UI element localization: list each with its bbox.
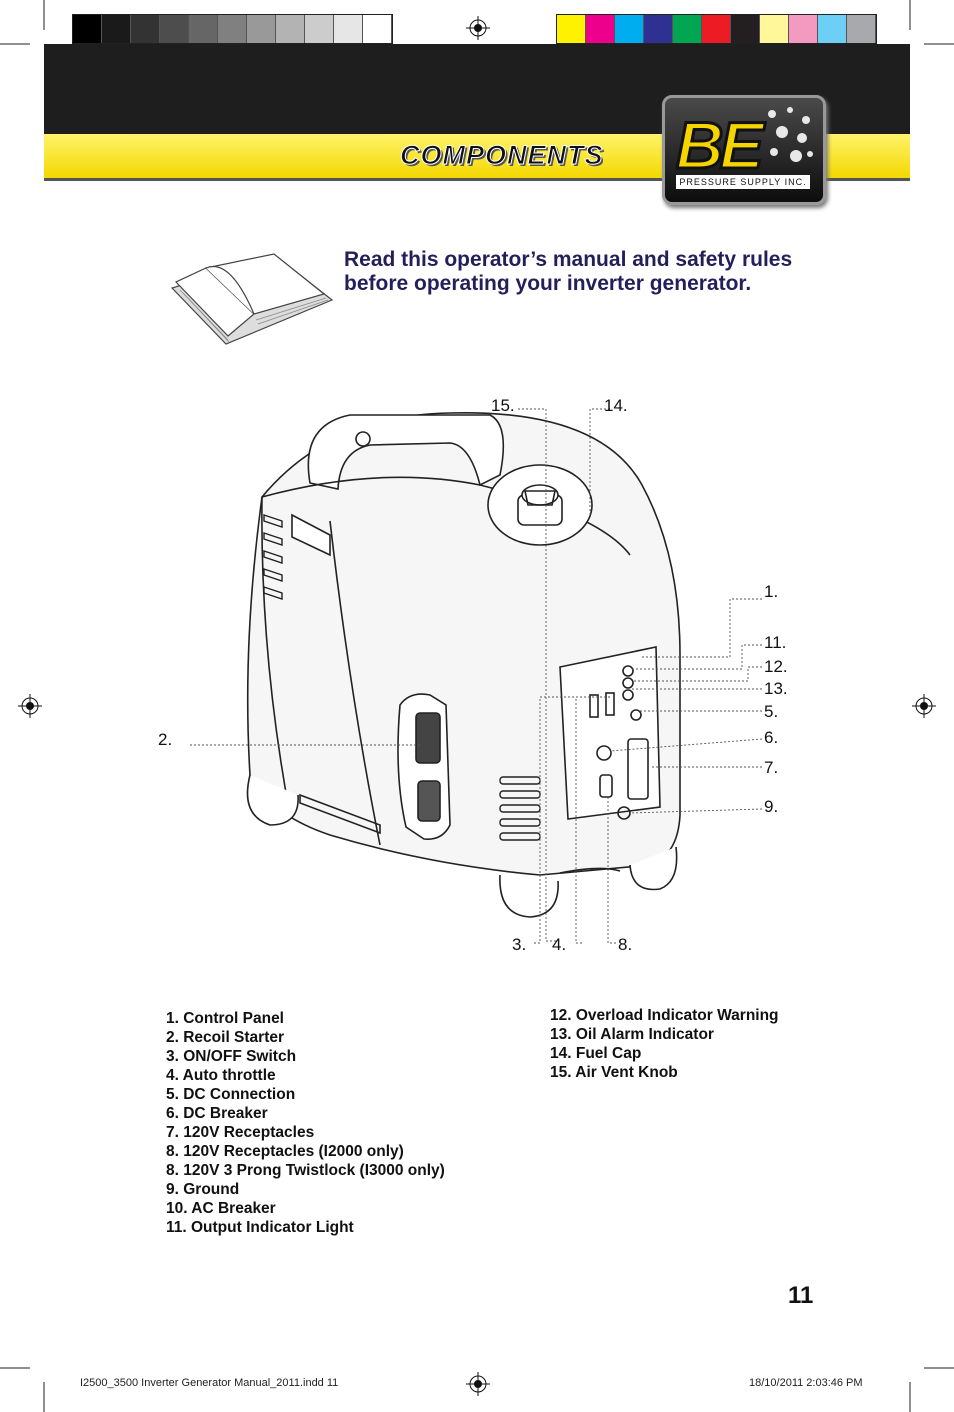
label-7: 7. bbox=[764, 758, 779, 777]
component-item: 14. Fuel Cap bbox=[550, 1045, 642, 1062]
component-item: 4. Auto throttle bbox=[166, 1067, 276, 1084]
procBar-swatch bbox=[731, 15, 760, 43]
generator-illustration bbox=[190, 408, 763, 944]
grayBar-swatch bbox=[276, 15, 305, 43]
footer-timestamp: 18/10/2011 2:03:46 PM bbox=[749, 1377, 863, 1389]
component-item: 8. 120V 3 Prong Twistlock (I3000 only) bbox=[166, 1162, 445, 1179]
procBar-swatch bbox=[615, 15, 644, 43]
grayBar-swatch bbox=[305, 15, 334, 43]
component-item: 15. Air Vent Knob bbox=[550, 1064, 678, 1081]
header-underline bbox=[44, 178, 910, 181]
components-list-right: 12. Overload Indicator Warning 13. Oil Al… bbox=[550, 1006, 779, 1082]
grayBar-swatch bbox=[160, 15, 189, 43]
component-item: 8. 120V Receptacles (I2000 only) bbox=[166, 1143, 404, 1160]
label-14: 14. bbox=[604, 396, 628, 415]
component-item: 11. Output Indicator Light bbox=[166, 1219, 354, 1236]
components-list-left: 1. Control Panel 2. Recoil Starter 3. ON/O… bbox=[166, 1009, 445, 1237]
label-6: 6. bbox=[764, 728, 779, 747]
label-5: 5. bbox=[764, 702, 779, 721]
grayBar-swatch bbox=[218, 15, 247, 43]
registration-mark-left bbox=[18, 694, 42, 718]
label-3: 3. bbox=[512, 935, 527, 954]
registration-mark-right bbox=[912, 694, 936, 718]
component-item: 9. Ground bbox=[166, 1181, 240, 1198]
procBar-swatch bbox=[586, 15, 615, 43]
label-11: 11. bbox=[764, 633, 787, 652]
page-number: 11 bbox=[788, 1282, 814, 1309]
procBar-swatch bbox=[557, 15, 586, 43]
component-item: 3. ON/OFF Switch bbox=[166, 1048, 297, 1065]
grayscale-color-bar bbox=[72, 14, 393, 44]
grayBar-swatch bbox=[363, 15, 392, 43]
footer-file-name: I2500_3500 Inverter Generator Manual_201… bbox=[80, 1377, 339, 1389]
open-book-icon bbox=[170, 253, 334, 345]
label-9: 9. bbox=[764, 797, 779, 816]
component-item: 13. Oil Alarm Indicator bbox=[550, 1026, 714, 1043]
registration-mark-top bbox=[466, 16, 490, 40]
component-item: 6. DC Breaker bbox=[166, 1105, 268, 1122]
intro-text: Read this operator’s manual and safety r… bbox=[344, 248, 793, 295]
label-2: 2. bbox=[158, 730, 173, 749]
procBar-swatch bbox=[673, 15, 702, 43]
label-4: 4. bbox=[552, 935, 567, 954]
component-item: 10. AC Breaker bbox=[166, 1200, 276, 1217]
label-1: 1. bbox=[764, 582, 779, 601]
page-title: COMPONENTS bbox=[400, 140, 604, 171]
registration-mark-bottom bbox=[466, 1372, 490, 1396]
procBar-swatch bbox=[760, 15, 789, 43]
component-item: 12. Overload Indicator Warning bbox=[550, 1007, 779, 1024]
grayBar-swatch bbox=[247, 15, 276, 43]
process-color-bar bbox=[556, 14, 877, 44]
splash-icon bbox=[768, 107, 813, 162]
procBar-swatch bbox=[847, 15, 876, 43]
logo-subtitle: PRESSURE SUPPLY INC. bbox=[676, 175, 810, 189]
label-12: 12. bbox=[764, 657, 788, 676]
grayBar-swatch bbox=[73, 15, 102, 43]
grayBar-swatch bbox=[131, 15, 160, 43]
label-13: 13. bbox=[764, 679, 788, 698]
logo-letters: BE bbox=[675, 107, 766, 184]
component-item: 5. DC Connection bbox=[166, 1086, 296, 1103]
procBar-swatch bbox=[644, 15, 673, 43]
grayBar-swatch bbox=[102, 15, 131, 43]
label-8: 8. bbox=[618, 935, 633, 954]
grayBar-swatch bbox=[189, 15, 218, 43]
procBar-swatch bbox=[818, 15, 847, 43]
component-item: 1. Control Panel bbox=[166, 1010, 284, 1027]
component-item: 7. 120V Receptacles bbox=[166, 1124, 315, 1141]
label-15: 15. bbox=[491, 396, 515, 415]
procBar-swatch bbox=[789, 15, 818, 43]
grayBar-swatch bbox=[334, 15, 363, 43]
component-item: 2. Recoil Starter bbox=[166, 1029, 285, 1046]
procBar-swatch bbox=[702, 15, 731, 43]
